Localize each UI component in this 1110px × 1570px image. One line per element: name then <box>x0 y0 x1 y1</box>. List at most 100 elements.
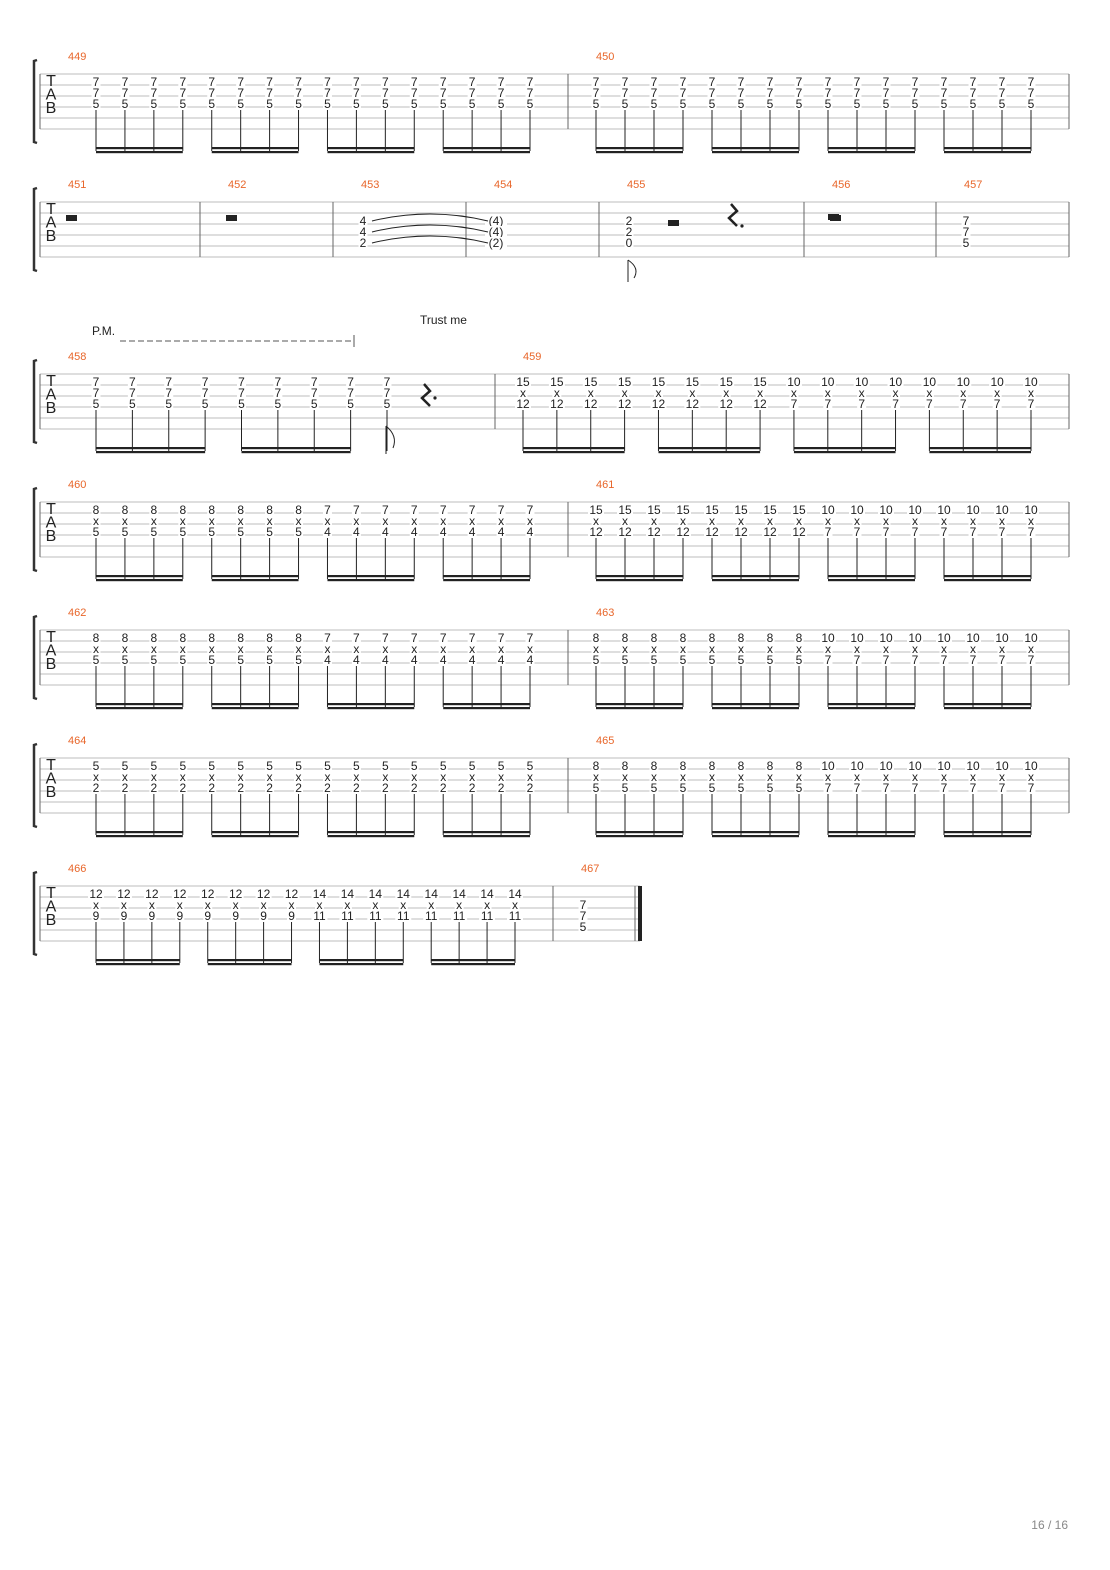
note-background <box>525 98 535 109</box>
fret-number: 4 <box>324 653 331 667</box>
fret-number: 12 <box>201 887 215 901</box>
palm-mute-label: P.M. <box>92 324 115 338</box>
beam <box>96 151 183 154</box>
fret-number: x <box>289 898 295 912</box>
note-background <box>294 98 304 109</box>
fret-number: 8 <box>767 631 774 645</box>
measure-number: 459 <box>523 351 541 363</box>
note-background <box>968 98 978 109</box>
fret-number: 15 <box>763 503 777 517</box>
note-background <box>525 632 535 643</box>
fret-number: 5 <box>122 653 129 667</box>
tab-clef-letter: T <box>46 501 56 518</box>
note-background <box>91 643 101 654</box>
fret-number: 10 <box>787 375 801 389</box>
note-background <box>358 226 368 237</box>
note-background <box>149 654 159 665</box>
note-background <box>910 87 920 98</box>
fret-number: x <box>791 386 797 400</box>
note-background <box>438 654 448 665</box>
tab-clef-letter: B <box>46 912 57 929</box>
note-background <box>200 398 210 409</box>
note-background <box>164 387 174 398</box>
fret-number: 8 <box>796 631 803 645</box>
fret-number: 5 <box>527 759 534 773</box>
fret-number: x <box>767 770 773 784</box>
note-background <box>765 643 775 654</box>
fret-number: 5 <box>151 759 158 773</box>
note-background <box>382 387 392 398</box>
note-background <box>620 782 630 793</box>
tab-clef-letter: T <box>46 201 56 218</box>
note-background <box>287 910 297 921</box>
note-background <box>852 643 862 654</box>
note-background <box>794 654 804 665</box>
fret-number: 5 <box>129 397 136 411</box>
note-background <box>616 398 633 409</box>
fret-number: 7 <box>912 525 919 539</box>
fret-number: x <box>209 514 215 528</box>
fret-number: x <box>941 642 947 656</box>
note-background <box>265 515 275 526</box>
fret-number: 5 <box>970 97 977 111</box>
note-background <box>678 632 688 643</box>
system-bracket <box>32 486 38 573</box>
fret-number: 7 <box>709 75 716 89</box>
beam <box>944 707 1031 710</box>
fret-number: x <box>999 642 1005 656</box>
fret-number: 5 <box>738 97 745 111</box>
note-background <box>582 376 599 387</box>
note-background <box>311 888 328 899</box>
note-background <box>997 526 1007 537</box>
note-background <box>1026 643 1036 654</box>
fret-number: 12 <box>647 525 661 539</box>
note-background <box>620 654 630 665</box>
note-background <box>322 760 332 771</box>
fret-number: (4) <box>489 225 504 239</box>
half-rest <box>668 220 679 226</box>
note-background <box>649 760 659 771</box>
measure-number: 460 <box>68 479 86 491</box>
fret-number: 7 <box>151 75 158 89</box>
note-background <box>646 526 662 537</box>
tab-clef-letter: T <box>46 373 56 390</box>
note-background <box>322 526 332 537</box>
fret-number: x <box>883 642 889 656</box>
fret-number: x <box>680 770 686 784</box>
fret-number: 7 <box>796 75 803 89</box>
note-background <box>236 782 246 793</box>
beam <box>211 831 299 834</box>
note-background <box>852 526 862 537</box>
note-background <box>823 526 833 537</box>
fret-number: 7 <box>1028 75 1035 89</box>
fret-number: 5 <box>382 97 389 111</box>
fret-number: 7 <box>963 214 970 228</box>
fret-number: x <box>926 386 932 400</box>
note-background <box>707 771 717 782</box>
fret-number: 7 <box>384 386 391 400</box>
note-background <box>588 526 604 537</box>
fret-number: 7 <box>324 503 331 517</box>
note-background <box>351 782 361 793</box>
fret-number: 7 <box>1028 86 1035 100</box>
fret-number: 5 <box>165 397 172 411</box>
note-background <box>678 76 688 87</box>
beam <box>96 579 183 582</box>
fret-number: 15 <box>647 503 661 517</box>
note-background <box>765 515 775 526</box>
fret-number: 7 <box>767 86 774 100</box>
note-background <box>438 760 448 771</box>
fret-number: 8 <box>151 503 158 517</box>
fret-number: 7 <box>411 75 418 89</box>
note-background <box>1026 515 1036 526</box>
fret-number: 12 <box>652 397 666 411</box>
note-background <box>653 387 663 398</box>
note-background <box>765 654 775 665</box>
note-background <box>409 87 419 98</box>
fret-number: x <box>738 514 744 528</box>
note-background <box>236 526 246 537</box>
fret-number: x <box>999 514 1005 528</box>
fret-number: 2 <box>382 781 389 795</box>
beam <box>712 147 799 150</box>
fret-number: x <box>324 514 330 528</box>
